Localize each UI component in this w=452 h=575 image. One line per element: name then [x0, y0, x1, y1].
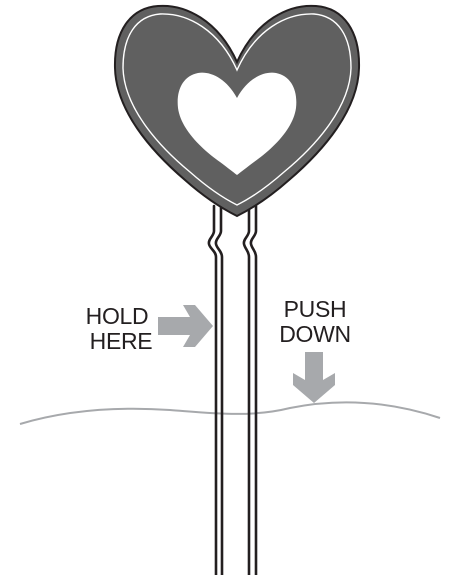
push-label-line2: DOWN: [279, 321, 351, 347]
stake-legs: [209, 206, 256, 575]
arrow-right-icon: [158, 305, 213, 347]
hold-here-label: HOLD HERE: [86, 303, 153, 354]
stake-right-leg-inner: [251, 206, 256, 575]
stake-left-leg: [209, 206, 216, 575]
hold-label-line2: HERE: [90, 328, 153, 354]
arrow-down-icon: [293, 352, 335, 403]
stake-right-leg: [244, 206, 249, 575]
push-down-label: PUSH DOWN: [279, 296, 351, 347]
ground-line: [20, 402, 440, 424]
hold-label-line1: HOLD: [86, 303, 149, 329]
heart-icon: [115, 6, 359, 216]
push-label-line1: PUSH: [284, 296, 347, 322]
